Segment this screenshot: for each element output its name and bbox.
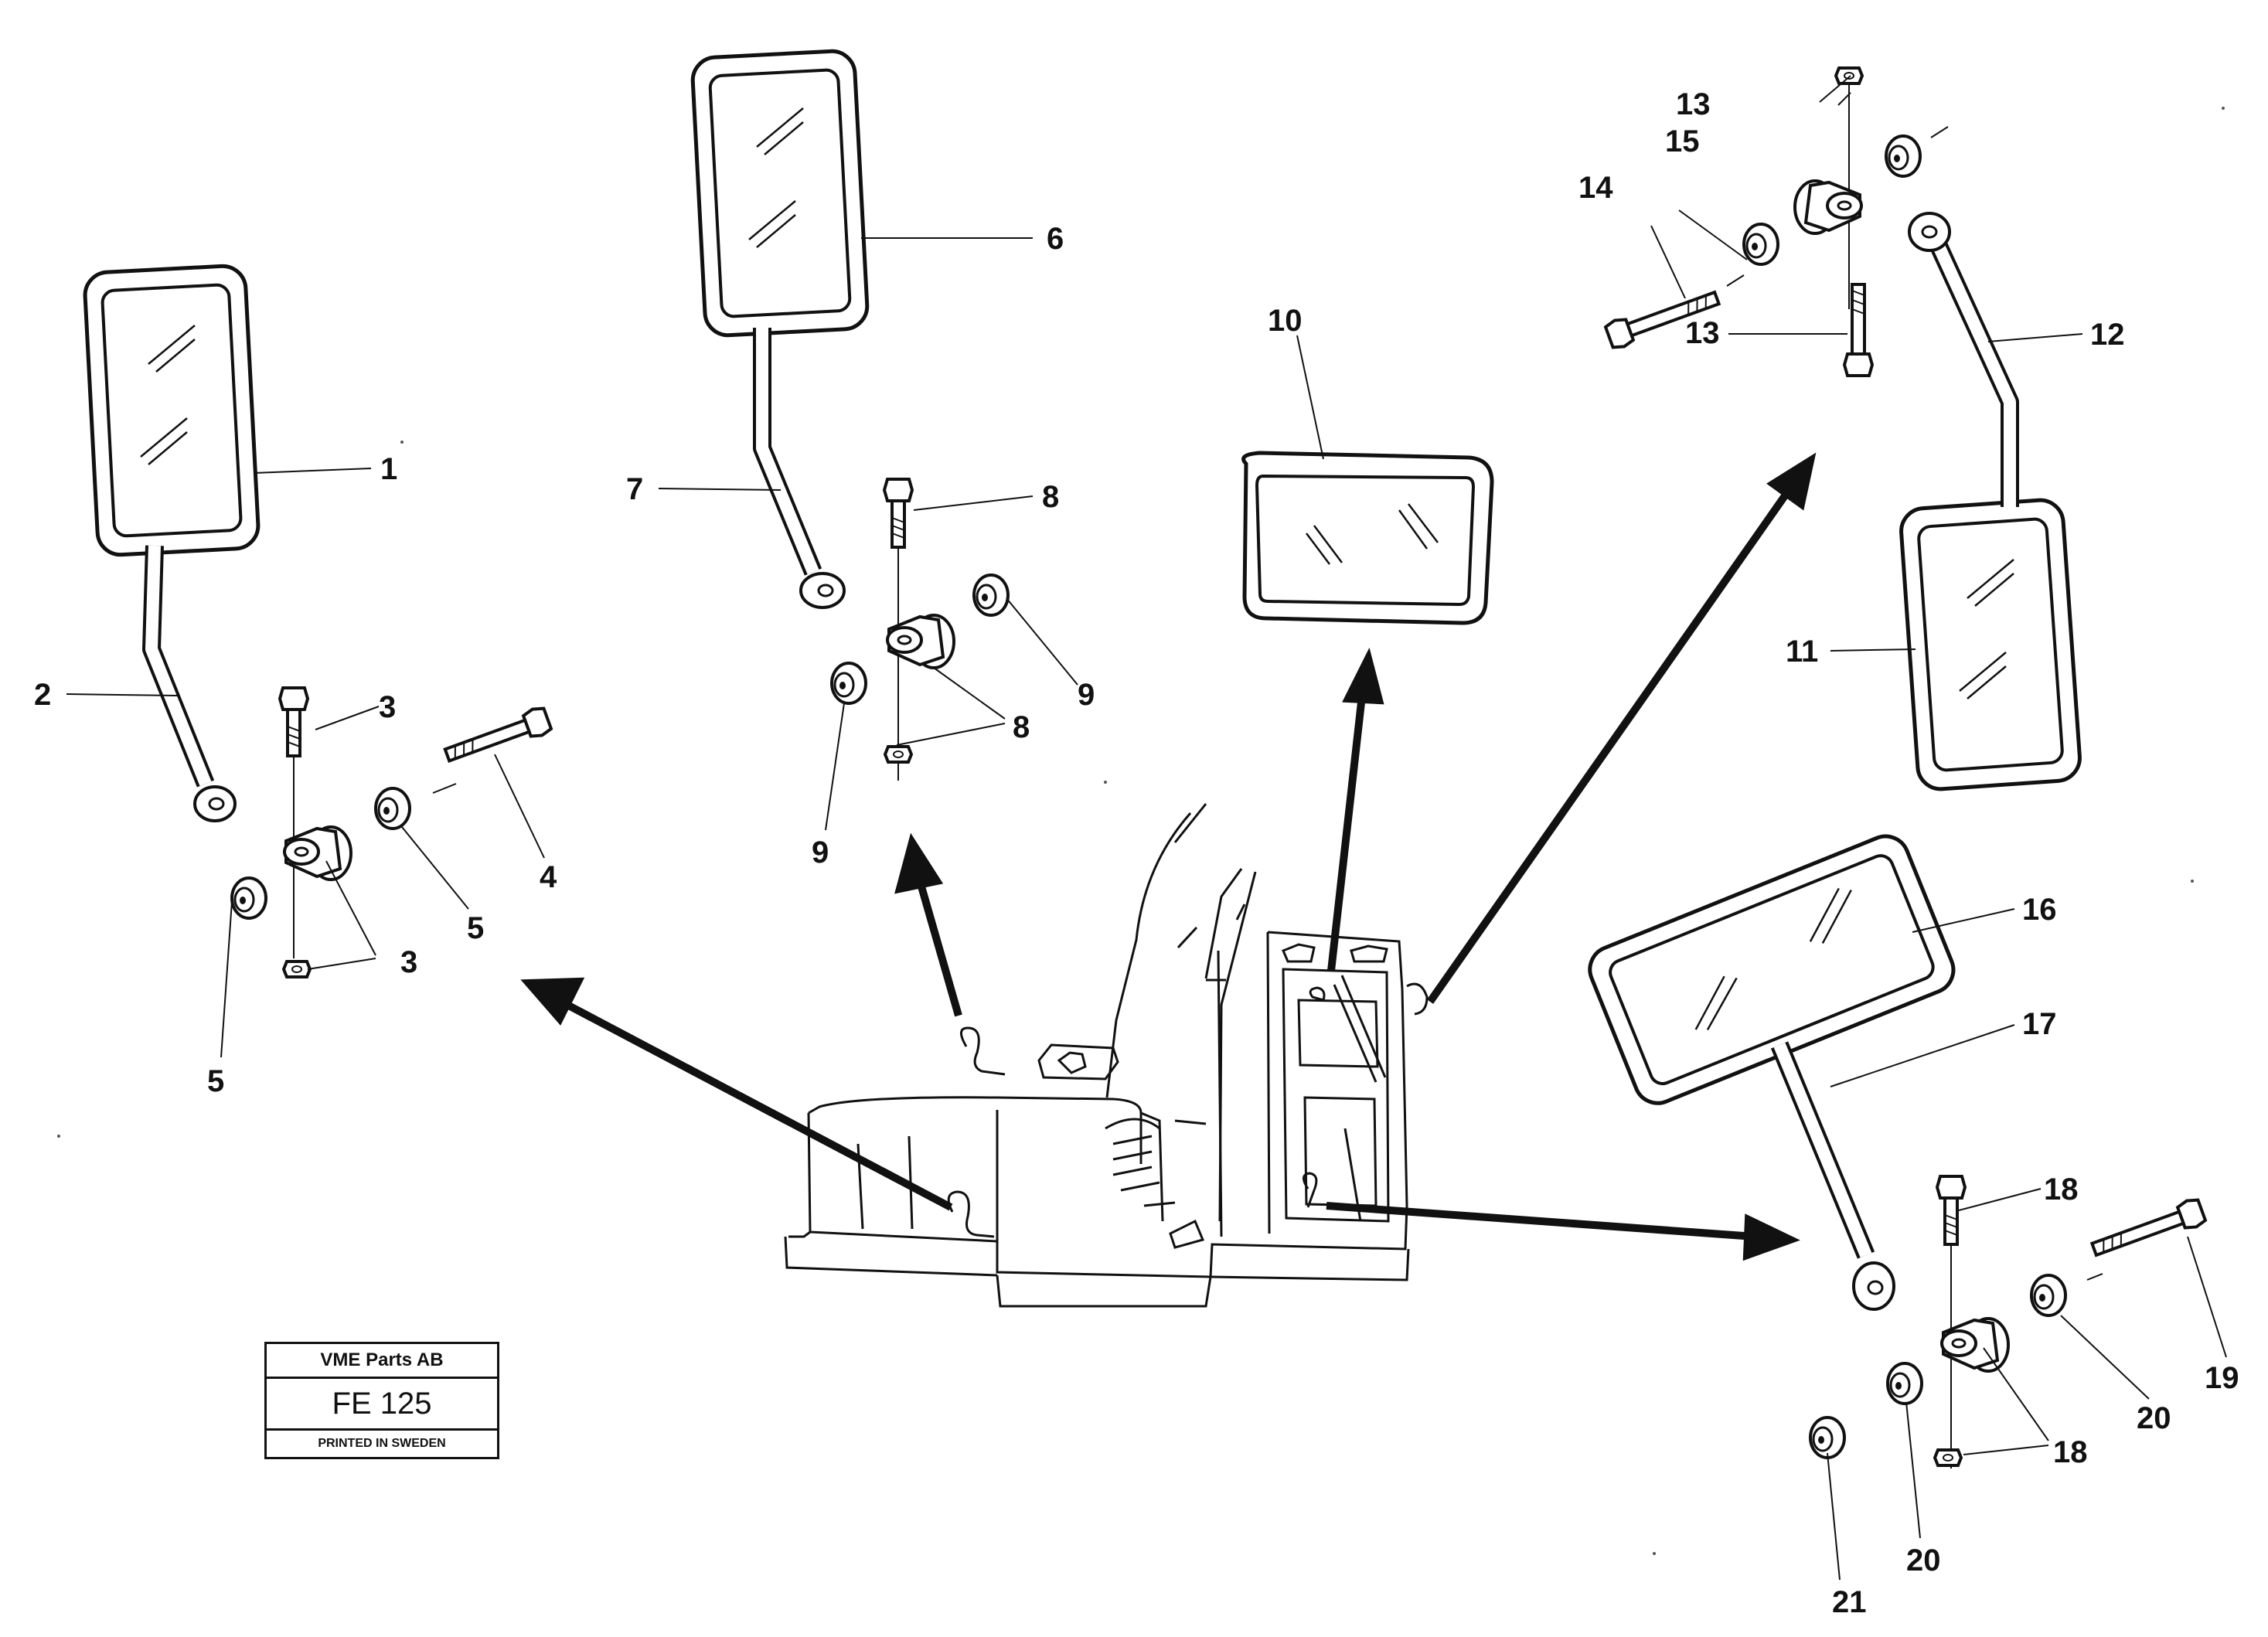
bolt-13 bbox=[1842, 283, 1875, 377]
callout-7: 7 bbox=[626, 472, 643, 506]
mirror-stay-7 bbox=[753, 328, 822, 576]
callout-20-right: 20 bbox=[2137, 1401, 2171, 1435]
callout-6: 6 bbox=[1047, 222, 1064, 256]
scan-specks bbox=[57, 107, 2225, 1555]
callout-5-left: 5 bbox=[207, 1064, 224, 1098]
callout-11: 11 bbox=[1786, 635, 1818, 669]
stamp-printed-note: PRINTED IN SWEDEN bbox=[318, 1437, 446, 1450]
callout-9-left: 9 bbox=[812, 836, 829, 870]
bush-13 bbox=[1885, 134, 1922, 178]
callout-8-lower: 8 bbox=[1013, 710, 1030, 744]
mirror-assembly-centre bbox=[1241, 451, 1494, 625]
mirror-assembly-right bbox=[1603, 66, 2082, 791]
bolt-3 bbox=[278, 686, 309, 757]
bush-15 bbox=[1742, 223, 1779, 266]
callout-3-lower: 3 bbox=[400, 945, 417, 979]
stamp-drawing-code: FE 125 bbox=[267, 1379, 497, 1431]
nut-8 bbox=[884, 745, 913, 764]
title-stamp: VME Parts AB FE 125 PRINTED IN SWEDEN bbox=[264, 1342, 499, 1459]
callout-16: 16 bbox=[2022, 893, 2057, 927]
callout-2: 2 bbox=[34, 678, 51, 712]
callout-8-upper: 8 bbox=[1042, 480, 1059, 514]
callout-1: 1 bbox=[380, 452, 397, 486]
clamp-13 bbox=[1793, 179, 1863, 235]
arrow-to-lower-right-assembly bbox=[1326, 1202, 1755, 1241]
callout-13-lower: 13 bbox=[1685, 316, 1720, 350]
arrow-to-right-assembly bbox=[1426, 492, 1790, 1004]
nut-18 bbox=[1933, 1448, 1963, 1467]
bush-9-right bbox=[972, 573, 1010, 617]
callout-9-right: 9 bbox=[1078, 678, 1095, 712]
mirror-16-glass bbox=[1609, 854, 1935, 1086]
leader-lines bbox=[66, 75, 2227, 1581]
nut-3 bbox=[282, 960, 312, 978]
callout-21: 21 bbox=[1832, 1585, 1867, 1619]
machine-illustration bbox=[784, 803, 1429, 1308]
mirror-1-glass bbox=[100, 283, 243, 538]
mirror-11-glass bbox=[1917, 517, 2064, 772]
callout-17: 17 bbox=[2022, 1007, 2057, 1041]
bolt-8 bbox=[883, 478, 914, 549]
mirror-6-glass bbox=[708, 68, 852, 318]
callout-labels: 1 2 3 3 4 5 5 6 7 8 8 9 9 10 11 12 13 13… bbox=[34, 87, 2239, 1619]
bush-21 bbox=[1809, 1416, 1846, 1459]
callout-5-right: 5 bbox=[467, 911, 484, 945]
callout-19: 19 bbox=[2205, 1361, 2239, 1395]
arrow-to-centre-assembly bbox=[1327, 695, 1366, 972]
callout-18-upper: 18 bbox=[2044, 1172, 2079, 1206]
nut-13 bbox=[1834, 66, 1864, 85]
mirror-10-glass bbox=[1255, 474, 1476, 607]
bolt-19 bbox=[2089, 1198, 2208, 1258]
callout-10: 10 bbox=[1268, 304, 1303, 338]
callout-13-upper: 13 bbox=[1676, 87, 1711, 121]
direction-arrows bbox=[520, 452, 1817, 1261]
callout-14: 14 bbox=[1578, 171, 1613, 205]
callout-3-upper: 3 bbox=[379, 690, 396, 724]
clamp-8 bbox=[886, 614, 955, 669]
callout-15: 15 bbox=[1665, 124, 1700, 158]
mirror-assembly-centre-left bbox=[690, 49, 1010, 781]
bush-20-lower bbox=[1886, 1362, 1923, 1405]
bolt-4 bbox=[443, 706, 553, 764]
bolt-14 bbox=[1603, 290, 1721, 349]
arrow-to-left-assembly bbox=[562, 999, 953, 1211]
arrow-to-centre-left-assembly bbox=[916, 880, 962, 1017]
callout-20-lower: 20 bbox=[1906, 1543, 1941, 1577]
bush-20-upper bbox=[2030, 1274, 2067, 1317]
bush-9-left bbox=[830, 662, 867, 705]
stamp-company: VME Parts AB bbox=[267, 1344, 497, 1379]
bush-5-lower bbox=[230, 876, 267, 920]
callout-4: 4 bbox=[540, 860, 557, 894]
mirror-assembly-lower-right bbox=[1588, 834, 2208, 1469]
mirror-assembly-left bbox=[83, 264, 553, 978]
bush-5-upper bbox=[374, 787, 411, 830]
callout-18-lower: 18 bbox=[2053, 1435, 2088, 1469]
callout-12: 12 bbox=[2090, 318, 2125, 352]
